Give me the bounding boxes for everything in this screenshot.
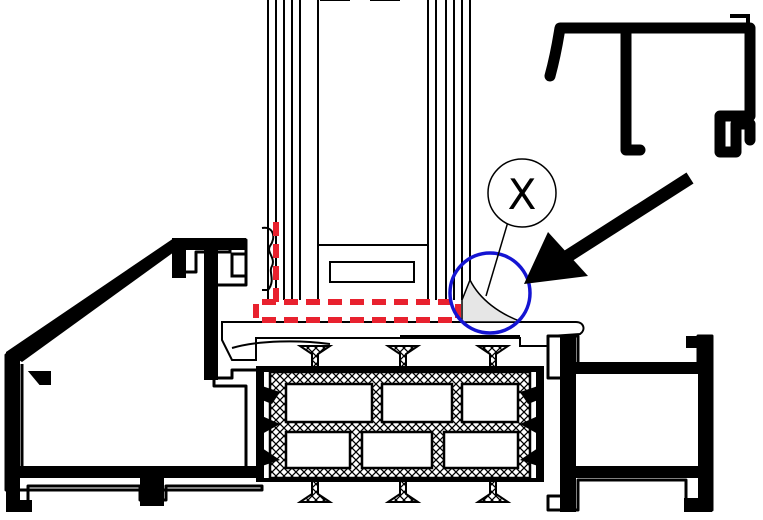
callout-bubble <box>487 158 557 228</box>
right-frame-outer <box>698 336 712 512</box>
detail-sash-leg <box>620 24 646 156</box>
thermal-break-wall-right <box>536 366 544 480</box>
right-frame-top <box>560 362 710 374</box>
outer-frame-base <box>6 466 262 478</box>
detail-sash-tab <box>730 14 750 28</box>
outer-frame-top <box>172 238 246 250</box>
thermal-break-top-bar <box>256 366 544 372</box>
outer-frame-leg <box>6 352 20 512</box>
thermal-break-chambers <box>284 382 520 470</box>
callout-label: X <box>508 170 537 219</box>
sash-rail-detail <box>231 335 520 349</box>
right-frame-lip <box>686 336 712 348</box>
outer-frame-foot-mid <box>140 476 164 506</box>
glazing-gasket-left <box>261 226 275 291</box>
highlight-box <box>253 222 461 323</box>
thermal-break-gaskets <box>262 386 538 466</box>
callout-leader <box>485 214 511 297</box>
right-frame-bottom <box>560 466 710 478</box>
outer-frame-drip <box>27 371 51 385</box>
frame-gasket-clip <box>230 252 248 278</box>
detail-circle <box>448 251 532 335</box>
pointer-arrow-head <box>524 232 588 284</box>
right-frame-foot <box>684 498 712 512</box>
glazing-unit <box>267 0 471 300</box>
detail-sash-profile <box>544 22 756 158</box>
sealant-wedge <box>461 278 523 323</box>
outer-frame-post <box>204 250 218 380</box>
thermal-break-bottom-bar <box>256 478 544 482</box>
outer-frame-slope <box>6 238 174 362</box>
pointer-arrow-shaft <box>564 172 694 262</box>
outer-frame-foot-left <box>6 500 32 512</box>
glass-spacer <box>318 244 428 283</box>
thermal-break-wall-left <box>256 366 264 480</box>
